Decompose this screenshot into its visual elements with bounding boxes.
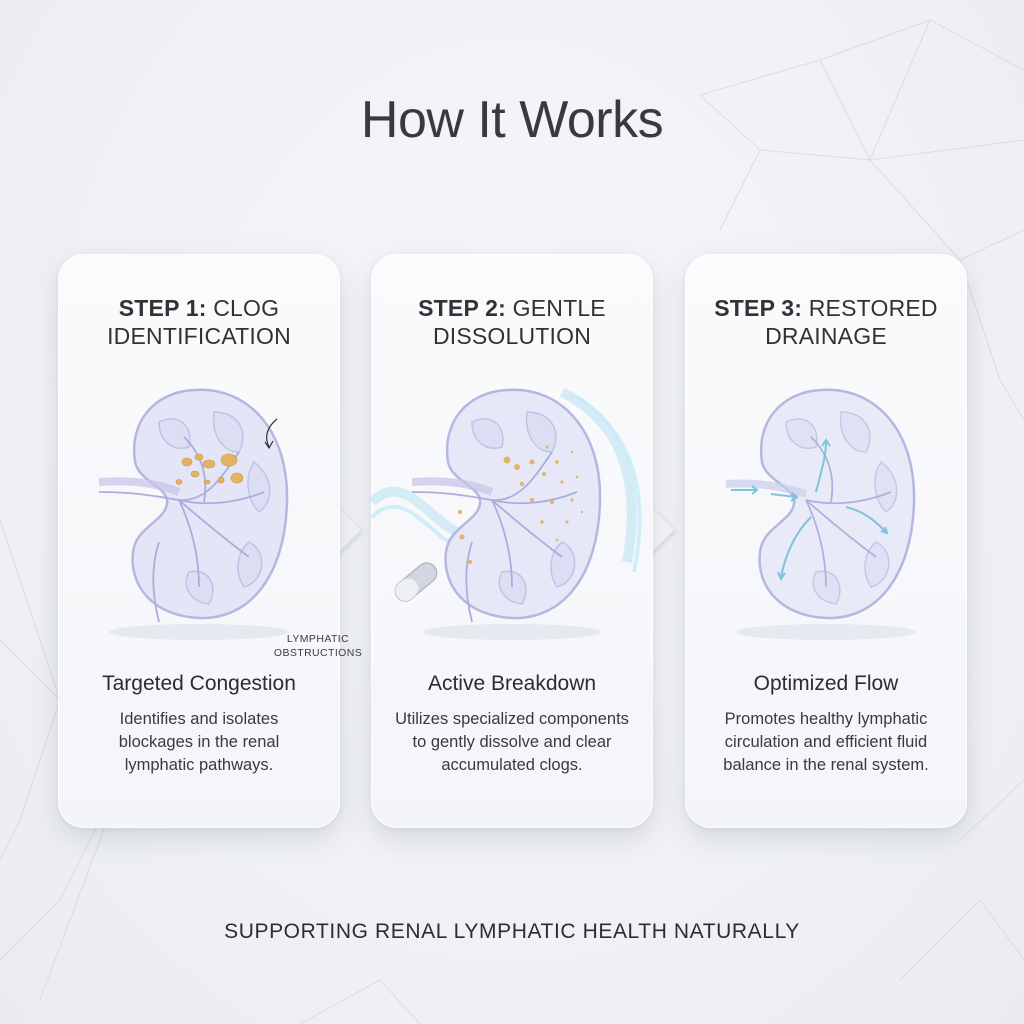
step-connector-1 bbox=[335, 504, 361, 556]
step-1-title-line2: IDENTIFICATION bbox=[107, 323, 291, 349]
annotation-line1: LYMPHATIC bbox=[286, 633, 350, 645]
step-1-label: STEP 1: bbox=[118, 295, 207, 321]
step-2-title: STEP 2: GENTLE DISSOLUTION bbox=[371, 294, 653, 350]
step-1-description: Identifies and isolates blockages in the… bbox=[118, 710, 280, 774]
step-3-heading: Optimized Flow bbox=[753, 672, 899, 695]
kidney-dissolution-illustration bbox=[368, 387, 642, 640]
capsule-pill-icon bbox=[394, 562, 438, 602]
step-card-1: STEP 1: CLOG IDENTIFICATION bbox=[58, 254, 362, 828]
step-connector-2 bbox=[648, 504, 674, 556]
step-3-label: STEP 3: bbox=[714, 295, 803, 321]
step-card-3: STEP 3: RESTORED DRAINAGE Optimized Fl bbox=[685, 254, 967, 828]
step-2-title-line2: DISSOLUTION bbox=[432, 323, 592, 349]
annotation-line2: OBSTRUCTIONS bbox=[273, 647, 363, 659]
step-1-title: STEP 1: CLOG IDENTIFICATION bbox=[58, 294, 340, 350]
step-1-title-line1: CLOG bbox=[213, 295, 280, 321]
kidney-clogged-illustration bbox=[98, 388, 289, 640]
step-3-description: Promotes healthy lymphatic circulation a… bbox=[723, 710, 929, 774]
step-2-title-line1: GENTLE bbox=[512, 295, 606, 321]
step-2-heading: Active Breakdown bbox=[427, 672, 597, 695]
step-2-label: STEP 2: bbox=[418, 295, 507, 321]
step-2-description: Utilizes specialized components to gentl… bbox=[395, 710, 629, 774]
kidney-restored-illustration bbox=[725, 388, 916, 640]
step-3-title-line2: DRAINAGE bbox=[765, 323, 887, 349]
step-card-2: STEP 2: GENTLE DISSOLUTION bbox=[368, 254, 653, 828]
page-title: How It Works bbox=[360, 91, 664, 149]
lymphatic-obstructions-annotation: LYMPHATIC OBSTRUCTIONS bbox=[248, 632, 388, 660]
step-3-title: STEP 3: RESTORED DRAINAGE bbox=[685, 294, 967, 350]
step-3-title-line1: RESTORED bbox=[808, 295, 938, 321]
step-1-heading: Targeted Congestion bbox=[102, 672, 296, 695]
footer-tagline: SUPPORTING RENAL LYMPHATIC HEALTH NATURA… bbox=[224, 920, 800, 943]
